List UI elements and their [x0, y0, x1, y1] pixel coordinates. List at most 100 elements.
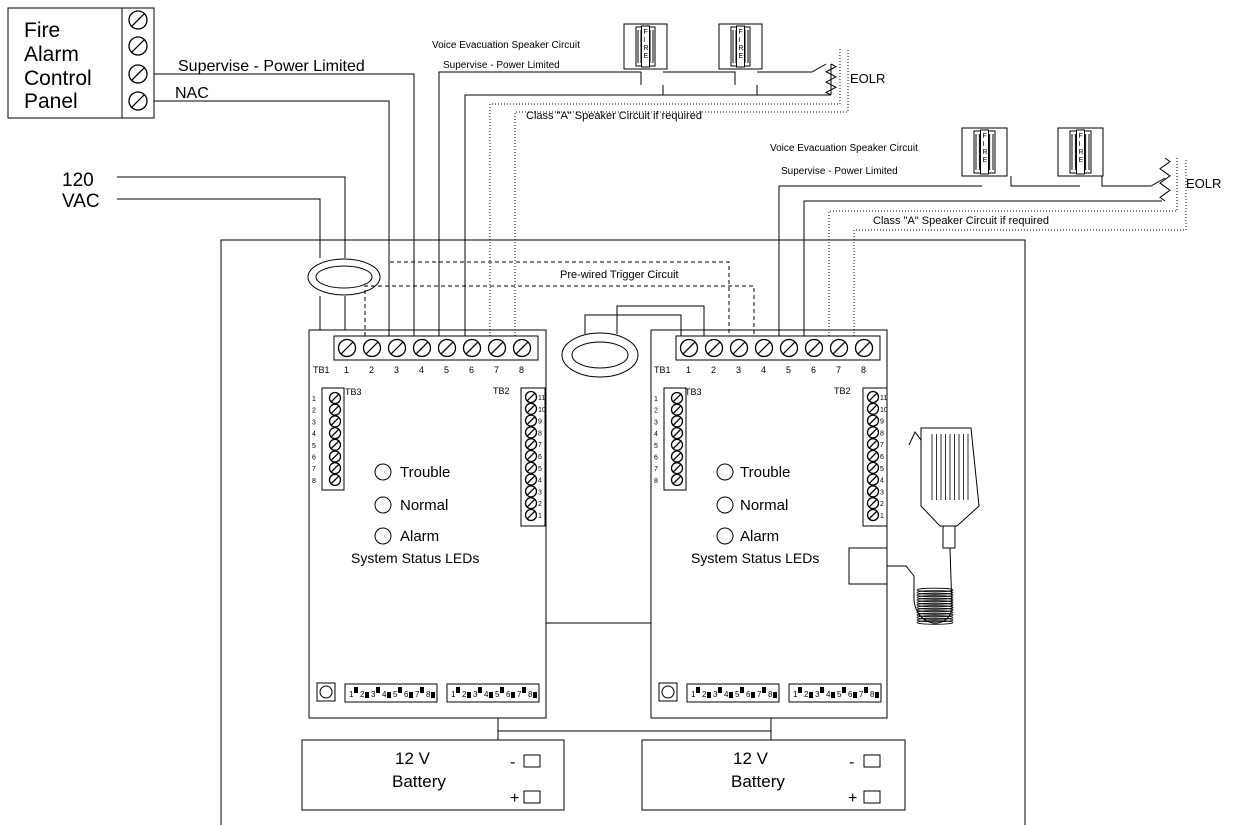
- tb3-label-board-2: TB3: [685, 387, 702, 397]
- dip-switch-lever: [707, 692, 711, 698]
- dip-switch-lever: [751, 692, 755, 698]
- tb1-terminal-number: 4: [761, 365, 766, 375]
- battery-2-label: Battery: [731, 772, 785, 791]
- control-board-1: [308, 329, 547, 719]
- speaker-fire-letter: F: [644, 29, 648, 36]
- dip-switch-number: 5: [735, 690, 740, 699]
- tb2-terminal-number: 7: [538, 442, 542, 449]
- tb2-terminal-number: 10: [538, 407, 546, 414]
- supervise-small-label-1: Supervise - Power Limited: [443, 60, 560, 71]
- dip-switch-number: 7: [415, 690, 420, 699]
- dip-switch-lever: [467, 692, 471, 698]
- tb3-terminal-number: 2: [312, 408, 316, 415]
- tb1-terminal-screw: [854, 338, 874, 358]
- tb1-terminal-screw: [804, 338, 824, 358]
- microphone-coil: [916, 617, 954, 623]
- tb2-label-board-1: TB2: [493, 386, 510, 396]
- tb2-terminal-screw: [866, 497, 880, 510]
- vac-label-top: 120: [62, 170, 94, 191]
- voice-evac-label-1: Voice Evacuation Speaker Circuit: [432, 40, 580, 51]
- tb3-terminal-number: 8: [312, 478, 316, 485]
- microphone-coil: [916, 592, 954, 598]
- tb1-terminal-number: 8: [861, 365, 866, 375]
- panel-line-1: Fire: [24, 19, 60, 42]
- dip-switch-number: 4: [382, 690, 387, 699]
- control-board-2: [650, 329, 888, 719]
- tb3-terminal-number: 3: [654, 419, 658, 426]
- status-led-icon: [374, 527, 392, 545]
- dip-switch-number: 5: [837, 690, 842, 699]
- panel-line-4: Panel: [24, 90, 78, 113]
- tb2-terminal-screw: [866, 473, 880, 486]
- battery-2-plus: +: [848, 790, 857, 807]
- status-led-icon: [374, 463, 392, 481]
- dip-switch-number: 1: [349, 690, 354, 699]
- speaker-fire-letter: I: [1079, 141, 1081, 148]
- tb2-terminal-number: 8: [538, 430, 542, 437]
- dip-switch-lever: [478, 687, 482, 693]
- speaker-fire-letter: R: [739, 45, 744, 52]
- tb2-terminal-screw: [866, 449, 880, 463]
- speaker-fire-letter: I: [983, 141, 985, 148]
- battery-2-minus: -: [849, 754, 854, 771]
- microphone-coil: [916, 595, 954, 600]
- vac-label-bottom: VAC: [62, 191, 100, 212]
- tb3-terminal-screw: [328, 450, 342, 463]
- dip-switch-lever: [431, 692, 435, 698]
- dip-switch-number: 2: [462, 690, 467, 699]
- tb2-terminal-number: 4: [880, 478, 884, 485]
- tb1-terminal-number: 7: [494, 365, 499, 375]
- tb2-terminal-screw: [866, 426, 880, 439]
- dip-switch-lever: [831, 692, 835, 698]
- tb1-terminal-screw: [437, 338, 457, 358]
- tb3-terminal-screw: [670, 473, 684, 487]
- tb1-terminal-number: 5: [444, 365, 449, 375]
- microphone-neck: [942, 525, 956, 549]
- dip-switch-number: 1: [793, 690, 798, 699]
- dip-switch-lever: [718, 687, 722, 693]
- dip-switch-number: 8: [528, 690, 533, 699]
- tb1-terminal-number: 1: [686, 365, 691, 375]
- dip-switch-lever: [740, 687, 744, 693]
- dip-switch-number: 8: [768, 690, 773, 699]
- microphone-coil: [916, 620, 954, 625]
- speaker-fire-letter: E: [983, 157, 988, 164]
- dip-switch-number: 1: [451, 690, 456, 699]
- speaker-fire-letter: R: [983, 149, 988, 156]
- tb2-terminal-number: 3: [880, 489, 884, 496]
- tb1-terminal-screw: [412, 338, 432, 358]
- tb3-terminal-number: 2: [654, 408, 658, 415]
- dip-switch-number: 6: [848, 690, 853, 699]
- speaker-fire-letter: E: [739, 53, 744, 60]
- dip-switch-lever: [522, 687, 526, 693]
- dip-switch-lever: [511, 692, 515, 698]
- tb1-terminal-screw: [829, 338, 849, 358]
- dip-switch-lever: [365, 692, 369, 698]
- battery-1-label: Battery: [392, 772, 446, 791]
- tb1-terminal-number: 7: [836, 365, 841, 375]
- dip-switch-lever: [500, 687, 504, 693]
- status-led-icon: [716, 527, 734, 545]
- supervise-small-label-2: Supervise - Power Limited: [781, 166, 898, 177]
- nac-label: NAC: [175, 85, 209, 102]
- voice-evac-label-2: Voice Evacuation Speaker Circuit: [770, 143, 918, 154]
- microphone-coil: [916, 602, 954, 608]
- tb1-terminal-screw: [387, 338, 407, 358]
- microphone-coil: [916, 612, 954, 618]
- tb1-terminal-screw: [487, 338, 507, 358]
- speaker-fire-letter: F: [1079, 133, 1083, 140]
- status-led-icon: [374, 496, 392, 514]
- tb2-terminal-screw: [524, 497, 538, 510]
- tb1-terminal-screw: [729, 338, 749, 358]
- tb1-terminal-number: 8: [519, 365, 524, 375]
- microphone-coil: [916, 587, 954, 593]
- tb1-terminal-number: 2: [369, 365, 374, 375]
- tb1-terminal-screw: [362, 338, 382, 358]
- tb2-terminal-screw: [524, 390, 538, 404]
- tb2-terminal-screw: [866, 461, 880, 474]
- reset-button-circle: [319, 685, 333, 699]
- dip-switch-lever: [773, 692, 777, 698]
- system-status-label-1: System Status LEDs: [351, 550, 479, 566]
- status-led-icon: [716, 496, 734, 514]
